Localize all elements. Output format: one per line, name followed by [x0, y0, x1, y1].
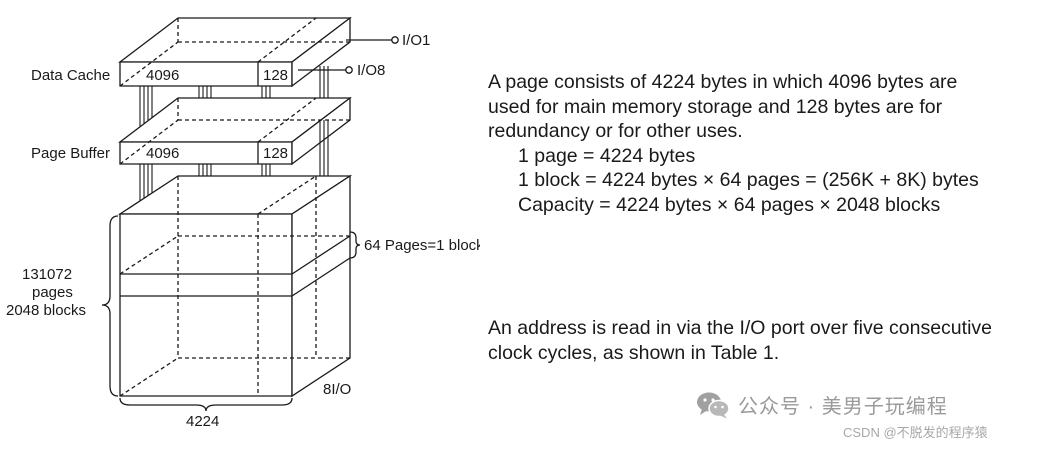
io-width-label: 8I/O	[323, 381, 351, 398]
page-size-equation: 1 page = 4224 bytes	[518, 144, 696, 167]
block-size-label: 64 Pages=1 block	[364, 237, 480, 254]
io8-label: I/O8	[357, 62, 385, 79]
address-description: An address is read in via the I/O port o…	[488, 316, 992, 365]
blocks-count-label: 2048 blocks	[6, 302, 86, 319]
data-cache-slab	[118, 16, 352, 88]
block-size-equation: 1 block = 4224 bytes × 64 pages = (256K …	[518, 169, 979, 191]
csdn-credit: CSDN @不脱发的程序猿	[843, 425, 988, 440]
data-cache-label: Data Cache	[31, 67, 110, 84]
page-description: A page consists of 4224 bytes in which 4…	[488, 70, 979, 217]
page-buffer-spare-size: 128	[263, 145, 288, 162]
watermark: 公众号 · 美男子玩编程	[696, 390, 948, 419]
block-brace	[349, 231, 361, 259]
pages-count-label: 131072	[22, 266, 72, 283]
width-brace	[119, 397, 293, 412]
description-line: A page consists of 4224 bytes in which 4…	[488, 71, 958, 93]
data-cache-main-size: 4096	[146, 67, 179, 84]
memory-array-block	[117, 174, 353, 398]
address-line: An address is read in via the I/O port o…	[488, 317, 993, 339]
capacity-equation: Capacity = 4224 bytes × 64 pages × 2048 …	[518, 193, 941, 216]
pages-brace	[101, 215, 119, 397]
page-buffer-main-size: 4096	[146, 145, 179, 162]
page-width-label: 4224	[186, 413, 219, 430]
watermark-text: 公众号 · 美男子玩编程	[738, 396, 948, 418]
page-buffer-label: Page Buffer	[31, 145, 110, 162]
io1-label: I/O1	[402, 32, 430, 49]
description-line: redundancy or for other uses.	[488, 120, 743, 142]
pages-word-label: pages	[32, 284, 73, 301]
address-line: clock cycles, as shown in Table 1.	[488, 341, 780, 364]
nand-flash-array-diagram: Data Cache 4096 128 Page Buffer 4096 128…	[6, 16, 480, 430]
wechat-icon	[697, 392, 730, 418]
io-leader-lines	[298, 36, 399, 74]
page-buffer-slab	[118, 96, 352, 166]
data-cache-spare-size: 128	[263, 67, 288, 84]
description-line: used for main memory storage and 128 byt…	[488, 95, 943, 118]
